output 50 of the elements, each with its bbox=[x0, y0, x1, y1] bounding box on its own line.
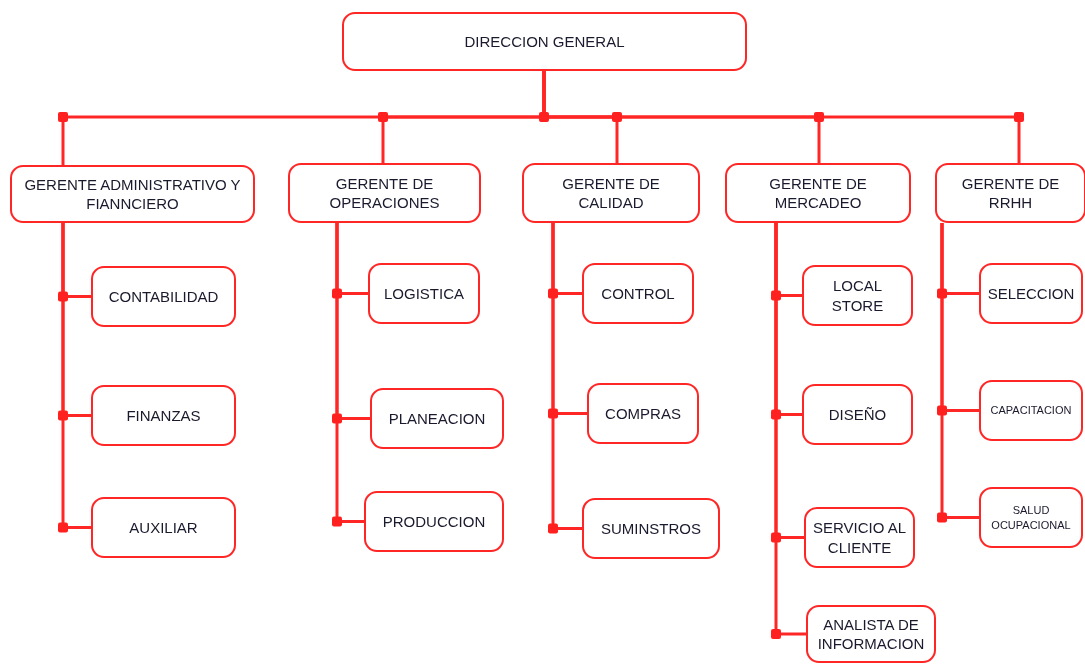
department-name: GERENTE DE OPERACIONES bbox=[328, 173, 441, 213]
department-box bbox=[582, 498, 720, 559]
department-box bbox=[979, 263, 1083, 324]
department-name: LOGISTICA bbox=[384, 283, 464, 304]
connector-line bbox=[542, 71, 1021, 163]
department-box bbox=[368, 263, 480, 324]
department-box bbox=[10, 165, 255, 223]
department-box bbox=[725, 163, 911, 223]
department-name: AUXILIAR bbox=[129, 517, 198, 538]
department-name: CAPACITACION bbox=[990, 403, 1072, 418]
connector-line bbox=[335, 223, 364, 523]
department-name: SUMINSTROS bbox=[601, 518, 701, 539]
department-box bbox=[587, 383, 699, 444]
department-name: COMPRAS bbox=[605, 403, 681, 424]
department-name: DISEÑO bbox=[828, 404, 887, 425]
department-name: GERENTE DE CALIDAD bbox=[561, 173, 661, 213]
connector-line bbox=[551, 223, 582, 530]
department-box bbox=[979, 380, 1083, 441]
department-box bbox=[804, 507, 915, 568]
department-name: GERENTE DE MERCADEO bbox=[768, 173, 868, 213]
department-name: SELECCION bbox=[987, 283, 1075, 304]
department-box bbox=[935, 163, 1085, 223]
department-box bbox=[802, 265, 913, 326]
department-name: PRODUCCION bbox=[382, 511, 486, 532]
department-name: FINANZAS bbox=[126, 405, 201, 426]
department-name: CONTROL bbox=[601, 283, 675, 304]
department-box bbox=[91, 385, 236, 446]
department-box bbox=[91, 266, 236, 327]
department-box bbox=[288, 163, 481, 223]
department-name: GERENTE ADMINISTRATIVO Y FIANNCIERO bbox=[23, 174, 242, 214]
department-box bbox=[582, 263, 694, 324]
department-name: LOCAL STORE bbox=[830, 276, 885, 315]
department-name: ANALISTA DE INFORMACION bbox=[816, 614, 926, 654]
connector-line bbox=[774, 223, 806, 636]
department-name: DIRECCION GENERAL bbox=[464, 31, 625, 52]
connector-line bbox=[940, 223, 979, 519]
department-name: CONTABILIDAD bbox=[108, 286, 219, 307]
department-name: GERENTE DE RRHH bbox=[960, 173, 1061, 213]
department-box bbox=[370, 388, 504, 449]
connector-line bbox=[61, 223, 91, 529]
department-name: PLANEACION bbox=[388, 408, 486, 429]
department-name: SALUD OCUPACIONAL bbox=[990, 503, 1072, 532]
department-box bbox=[806, 605, 936, 663]
department-box bbox=[91, 497, 236, 558]
department-box bbox=[522, 163, 700, 223]
department-box bbox=[802, 384, 913, 445]
department-box bbox=[979, 487, 1083, 548]
department-box bbox=[364, 491, 504, 552]
director-box bbox=[342, 12, 747, 71]
department-name: SERVICIO AL CLIENTE bbox=[811, 518, 908, 557]
